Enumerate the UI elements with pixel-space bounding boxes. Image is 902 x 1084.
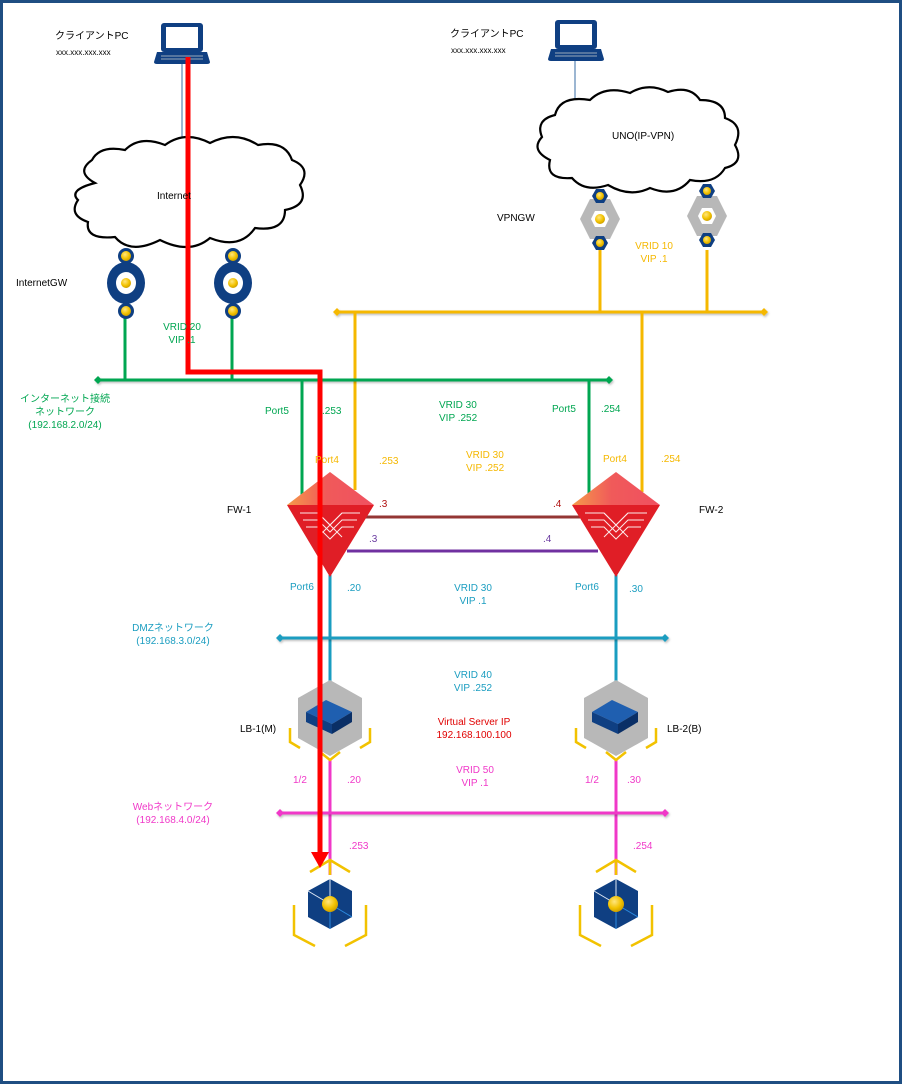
network-cidr: (192.168.3.0/24)	[136, 636, 210, 647]
ip-label: .3	[369, 534, 378, 545]
vrid-text: VRID 20	[163, 322, 201, 333]
ip-label: .30	[627, 775, 641, 786]
vip-text: VIP .252	[439, 413, 478, 424]
client-pc-label: クライアントPC	[55, 31, 129, 42]
load-balancer-icon	[288, 680, 372, 762]
vrrp-label: VRID 20 VIP .1	[158, 321, 206, 347]
virtual-server-label: Virtual Server IP 192.168.100.100	[424, 716, 524, 742]
vrrp-label: VRID 30 VIP .1	[446, 582, 500, 608]
port-label: Port6	[575, 582, 599, 593]
port-label: Port6	[290, 582, 314, 593]
internet-gw-label: InternetGW	[16, 278, 68, 289]
ip-label: .253	[349, 841, 369, 852]
web-server-icon	[578, 858, 654, 948]
dmz-network-bus	[276, 634, 669, 642]
vpn-gateway-icon	[687, 184, 727, 247]
vrrp-label: VRID 30 VIP .252	[466, 449, 504, 475]
web-network-label: Webネットワーク (192.168.4.0/24)	[118, 801, 228, 827]
vpn-network-bus	[333, 308, 768, 316]
access-path-arrow	[185, 57, 329, 868]
port-label: Port5	[552, 404, 576, 415]
port-label: Port4	[315, 455, 339, 466]
ip-label: .254	[661, 454, 681, 465]
ip-label: .20	[347, 583, 361, 594]
network-name: DMZネットワーク	[132, 623, 214, 634]
client-pc-ip: xxx.xxx.xxx.xxx	[56, 48, 111, 57]
vip-text: VIP .1	[640, 254, 668, 265]
vrid-text: VRID 30	[466, 450, 504, 461]
port-label: 1/2	[293, 775, 307, 786]
vrrp-label: VRID 40 VIP .252	[446, 669, 500, 695]
dmz-network-label: DMZネットワーク (192.168.3.0/24)	[118, 622, 228, 648]
vrid-text: VRID 30	[439, 400, 477, 411]
vpn-cloud-label: UNO(IP-VPN)	[612, 131, 675, 142]
network-cidr: (192.168.2.0/24)	[28, 420, 102, 431]
vrrp-label: VRID 30 VIP .252	[439, 399, 477, 425]
vrrp-label: VRID 50 VIP .1	[448, 764, 502, 790]
network-name: Webネットワーク	[132, 802, 214, 813]
vrid-text: VRID 50	[456, 765, 494, 776]
ip-label: .253	[322, 406, 342, 417]
internet-network-bus	[94, 376, 613, 384]
fw-2-label: FW-2	[699, 505, 724, 516]
ip-label: .4	[543, 534, 552, 545]
vip-text: VIP .1	[461, 778, 489, 789]
firewall-icon	[572, 472, 660, 577]
client-pc-label: クライアントPC	[450, 29, 524, 40]
ip-label: .254	[601, 404, 621, 415]
vrid-text: VRID 40	[454, 670, 492, 681]
ip-label: .4	[553, 499, 562, 510]
vrid-text: VRID 30	[454, 583, 492, 594]
internet-network-label: インターネット接続 ネットワーク (192.168.2.0/24)	[10, 393, 120, 432]
router-icon	[107, 248, 145, 319]
port-label: 1/2	[585, 775, 599, 786]
ip-label: .253	[379, 456, 399, 467]
network-name: ネットワーク	[35, 407, 95, 418]
firewall-icon	[287, 472, 374, 577]
vpn-gw-label: VPNGW	[497, 213, 535, 224]
lb-1-label: LB-1(M)	[240, 724, 277, 735]
vip-text: VIP .1	[459, 596, 487, 607]
network-name: インターネット接続	[20, 394, 110, 405]
router-icon	[214, 248, 252, 319]
port-label: Port4	[603, 454, 627, 465]
load-balancer-icon	[574, 680, 658, 762]
vip-text: VIP .1	[168, 335, 196, 346]
vrrp-label: VRID 10 VIP .1	[630, 240, 678, 266]
laptop-icon	[154, 23, 210, 64]
virtual-server-ip: 192.168.100.100	[436, 730, 512, 741]
ip-label: .254	[633, 841, 653, 852]
vrid-text: VRID 10	[635, 241, 673, 252]
internet-cloud-label: Internet	[157, 191, 191, 202]
vpn-cloud	[536, 86, 740, 194]
vip-text: VIP .252	[466, 463, 505, 474]
port-label: Port5	[265, 406, 289, 417]
vip-text: VIP .252	[453, 683, 493, 694]
ip-label: .30	[629, 584, 643, 595]
vpn-gateway-icon	[580, 189, 620, 250]
lb-2-label: LB-2(B)	[667, 724, 702, 735]
web-network-bus	[276, 809, 669, 817]
network-cidr: (192.168.4.0/24)	[136, 815, 210, 826]
client-pc-ip: xxx.xxx.xxx.xxx	[451, 46, 506, 55]
ip-label: .20	[347, 775, 361, 786]
virtual-server-title: Virtual Server IP	[437, 717, 511, 728]
laptop-icon	[548, 20, 604, 61]
web-server-icon	[292, 858, 368, 948]
fw-1-label: FW-1	[227, 505, 252, 516]
ip-label: .3	[379, 499, 388, 510]
